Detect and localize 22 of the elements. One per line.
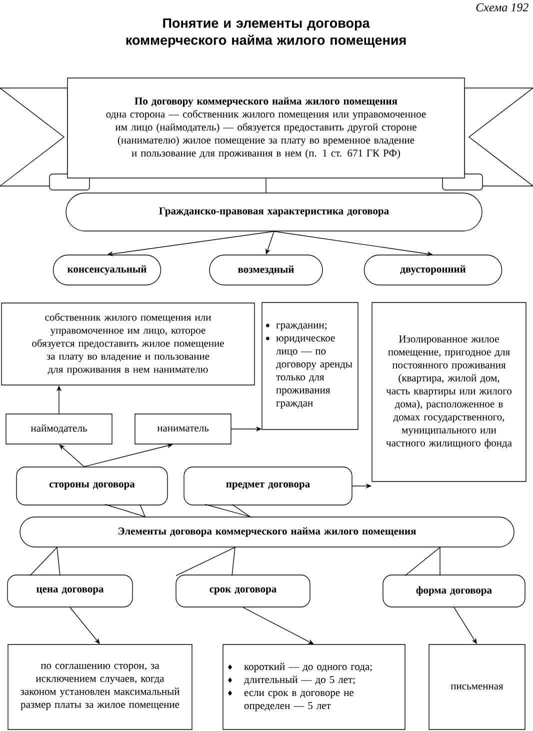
text-box: наниматель (134, 414, 232, 444)
text-box: по соглашению сторон, за исключением случаев, когда законом установлен максимальный размер платы за жилое помещение (8, 644, 192, 730)
title: Понятие и элементы договора коммерческого найма жилого помещения (126, 18, 406, 48)
text-box: Изолированное жилое помещение, пригодное для постоянного проживания (квартира, жилой дом, часть квартиры или жилого дома), расположенное в домах государственного, муниципального или частного жилищного фонда (372, 302, 526, 482)
callout-bubble: срок договора (176, 574, 310, 608)
text-box: наймодатель (6, 414, 112, 444)
callout-bubble: предмет договора (184, 466, 352, 506)
text-box: гражданин; юридическое лицо — по договору аренды только для проживания граждан (262, 302, 358, 430)
scheme-number: Схема 192 (476, 3, 528, 12)
rounded-box: возмездный (209, 254, 323, 286)
rounded-box: Элементы договора коммерческого найма жилого помещения (20, 516, 514, 548)
banner: По договору коммерческого найма жилого помещения одна сторона — собственник жилого помещения или управомоченное им лицо (наймодатель) — обязуется предоставить другой стороне (нанимателю) жилое помещение за плату во временное владение и пользование для проживания в нем (п. 1 ст. 671 ГК РФ) (0, 78, 533, 190)
rounded-box: двусторонний (364, 254, 502, 286)
text-box: собственник жилого помещения или управомоченное им лицо, которое обязуется предоставить жилое помещение за плату во владение и пользование для проживания в нем нанимателю (1, 302, 255, 386)
callout-bubble: форма договора (382, 574, 526, 608)
callout-bubble: стороны договора (16, 466, 168, 506)
text-box: короткий — до одного года; длительный — до 5 лет; если срок в договоре не определен — 5 лет (222, 644, 406, 730)
rounded-box: консенсуальный (52, 254, 162, 286)
rounded-box: Гражданско-правовая характеристика договора (66, 192, 482, 232)
text-box: письменная (428, 644, 526, 730)
arrow (242, 607, 314, 644)
callout-bubble: цена договора (7, 574, 133, 608)
